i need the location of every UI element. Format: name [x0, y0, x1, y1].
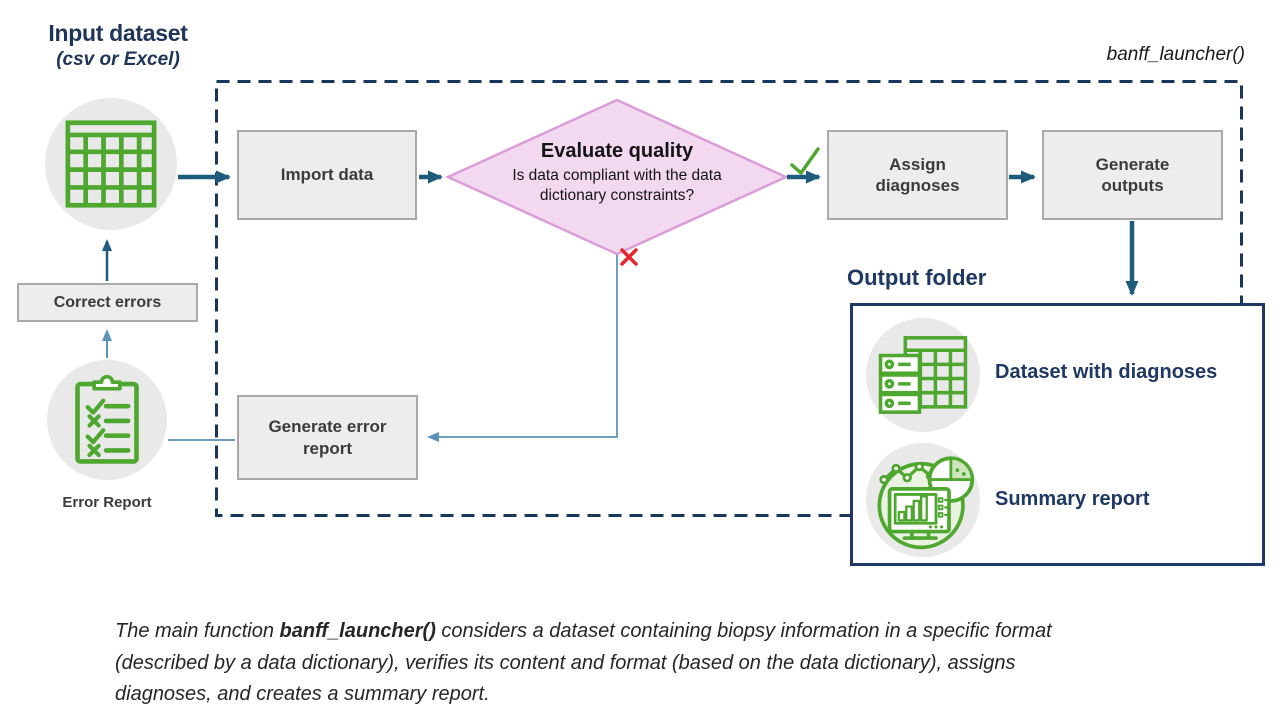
summary-report-circle: [866, 443, 980, 557]
generate-error-report-step: Generate error report: [237, 395, 418, 480]
input-dataset-title: Input dataset: [48, 20, 188, 46]
input-dataset-circle: [45, 98, 177, 230]
error-report-label: Error Report: [62, 494, 152, 511]
input-dataset-heading: Input dataset (csv or Excel): [22, 20, 214, 71]
figure-caption: The main function banff_launcher() consi…: [115, 616, 1083, 711]
dataset-with-diagnoses-label: Dataset with diagnoses: [995, 361, 1218, 383]
no-cross-icon: [620, 248, 638, 266]
error-report-circle: [47, 360, 167, 480]
summary-report-label: Summary report: [995, 488, 1150, 510]
dataset-output-circle: [866, 318, 980, 432]
yes-check-icon: [790, 147, 820, 175]
output-folder-title: Output folder: [847, 265, 987, 290]
evaluate-quality-title: Evaluate quality: [540, 140, 694, 162]
correct-errors-step: Correct errors: [17, 283, 198, 322]
arrow-evaluate-to-error-report-step: [427, 255, 618, 442]
assign-diagnoses-step: Assign diagnoses: [827, 130, 1008, 220]
import-data-step: Import data: [237, 130, 417, 220]
caption-suffix: considers a dataset containing biopsy in…: [115, 620, 1052, 706]
evaluate-quality-question: Is data compliant with the data dictiona…: [512, 167, 722, 205]
caption-function-name: banff_launcher(): [279, 620, 436, 642]
spreadsheet-table-icon: [65, 120, 157, 208]
caption-prefix: The main function: [115, 620, 280, 642]
generate-outputs-step: Generate outputs: [1042, 130, 1223, 220]
function-name-label: banff_launcher(): [1106, 44, 1245, 65]
dataset-with-diagnoses-icon: [878, 336, 968, 414]
error-checklist-icon: [75, 374, 139, 464]
evaluate-quality-text: Evaluate quality Is data compliant with …: [467, 140, 767, 206]
input-dataset-subtitle: (csv or Excel): [56, 49, 180, 70]
summary-report-icon: [877, 456, 975, 550]
